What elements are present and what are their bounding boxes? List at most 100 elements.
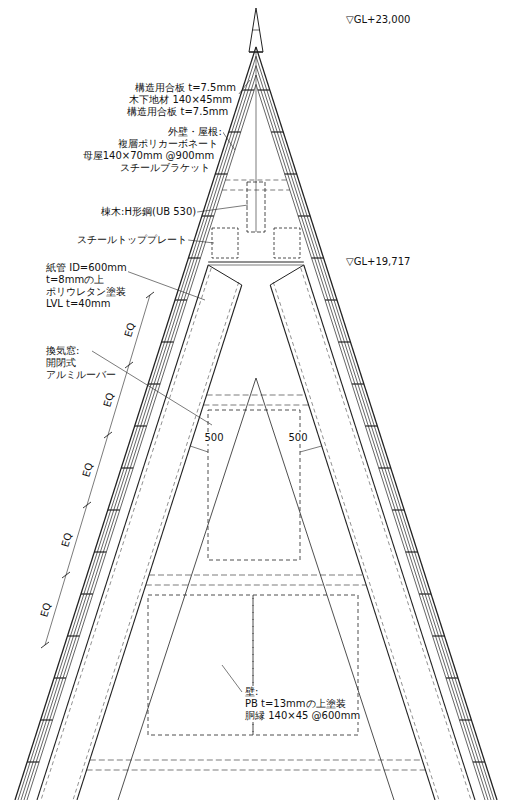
- purlin: [148, 383, 160, 384]
- dimension-line: [190, 446, 208, 452]
- dimension-text: EQ: [59, 531, 75, 550]
- annotation-label: 開閉式: [45, 357, 77, 369]
- purlin: [94, 551, 106, 552]
- purlin: [473, 761, 485, 762]
- dimension-tick: [125, 362, 133, 368]
- dimension-text: 500: [203, 432, 224, 444]
- annotation-label: スチールトッププレート: [76, 234, 188, 246]
- ridge-centerline: [256, 52, 257, 232]
- ridge-spire: [249, 8, 263, 52]
- annotation-label: 外壁・屋根:: [167, 126, 222, 138]
- purlin: [108, 509, 120, 510]
- tube-end: [208, 265, 242, 285]
- annotation-label: 棟木:H形鋼(UB 530): [100, 206, 197, 218]
- annotation-label: 構造用合板 t=7.5mm: [126, 106, 229, 118]
- purlin: [54, 677, 66, 678]
- tube-end: [270, 265, 304, 285]
- purlin: [27, 761, 39, 762]
- dimension-text: EQ: [122, 321, 138, 340]
- ridge-spire: [252, 30, 260, 31]
- dimension-tick: [104, 432, 112, 438]
- ridge-spire: [249, 51, 263, 52]
- purlin: [352, 383, 364, 384]
- inner-wall-line: [118, 378, 394, 800]
- annotation-label: ▽GL+23,000: [345, 14, 411, 26]
- purlin: [67, 635, 79, 636]
- purlin: [406, 551, 418, 552]
- annotation-label: 木下地材 140×45mm: [128, 94, 233, 106]
- annotation-label: 複層ポリカーボネート: [117, 138, 219, 150]
- dashed-beam: [207, 395, 306, 396]
- dashed-beam: [90, 760, 422, 761]
- purlin: [365, 425, 377, 426]
- annotation-label: LVL t=40mm: [45, 298, 112, 310]
- purlin: [202, 215, 214, 216]
- annotation-label: ▽GL+19,717: [345, 256, 411, 268]
- leader-line: [197, 205, 248, 212]
- purlin: [162, 341, 174, 342]
- paper-tube-inner: [41, 268, 211, 800]
- paper-tube-edge: [77, 285, 242, 800]
- purlin: [459, 719, 471, 720]
- purlin: [446, 677, 458, 678]
- purlin: [81, 593, 93, 594]
- leader-line: [239, 80, 250, 94]
- annotation-label: PB t=13mmの上塗装: [244, 698, 347, 710]
- purlin: [41, 719, 53, 720]
- purlin: [419, 593, 431, 594]
- purlin: [229, 131, 241, 132]
- purlin: [285, 173, 297, 174]
- dashed-beam: [87, 770, 426, 771]
- purlin: [392, 509, 404, 510]
- leader-line: [222, 665, 242, 692]
- roof-skin-layer: [27, 84, 256, 800]
- dimension-tick: [62, 572, 70, 578]
- purlin: [121, 467, 133, 468]
- dimension-line: [300, 446, 322, 452]
- roof-skin-layer: [15, 47, 256, 800]
- roof-skin-layer: [256, 84, 485, 800]
- annotation-label: アルミルーバー: [45, 369, 117, 381]
- paper-tube-edge: [37, 265, 208, 800]
- dimension-text: EQ: [38, 601, 54, 620]
- purlin: [298, 215, 310, 216]
- annotation-label: ポリウレタン塗装: [45, 286, 127, 298]
- leader-line: [188, 240, 214, 243]
- purlin: [135, 425, 147, 426]
- annotation-label: 胴縁 140×45 @600mm: [244, 710, 361, 722]
- leader-line: [92, 351, 212, 425]
- roof-skin-layer: [256, 56, 494, 800]
- roof-skin-layer: [256, 75, 488, 800]
- dashed-beam: [149, 575, 363, 576]
- leader-line: [223, 132, 235, 150]
- purlin: [188, 257, 200, 258]
- annotation-label: t=8mmの上: [45, 274, 105, 286]
- roof-skin-layer: [21, 66, 256, 800]
- drawing-line: [222, 190, 290, 191]
- purlin: [175, 299, 187, 300]
- dashed-beam: [146, 585, 366, 586]
- dimension-text: EQ: [101, 391, 117, 410]
- bolt-plate: [212, 228, 238, 258]
- purlin: [379, 467, 391, 468]
- paper-tube-edge: [270, 285, 435, 800]
- purlin: [312, 257, 324, 258]
- roof-skin-layer: [18, 56, 256, 800]
- steel-top-plate: [208, 265, 304, 266]
- dimension-line: [45, 295, 150, 645]
- dimension-tick: [146, 292, 154, 298]
- drawing-line: [225, 180, 286, 181]
- roof-skin-layer: [24, 75, 256, 800]
- purlin: [338, 341, 350, 342]
- annotation-label: 壁:: [244, 686, 259, 698]
- dimension-text: EQ: [80, 461, 96, 480]
- wall-panel: [148, 595, 253, 735]
- annotation-label: 構造用合板 t=7.5mm: [134, 82, 237, 94]
- paper-tube-inner: [273, 282, 439, 800]
- dimension-tick: [41, 642, 49, 648]
- purlin: [433, 635, 445, 636]
- annotation-label: 母屋140×70mm @900mm: [82, 150, 215, 162]
- dashed-beam: [203, 405, 308, 406]
